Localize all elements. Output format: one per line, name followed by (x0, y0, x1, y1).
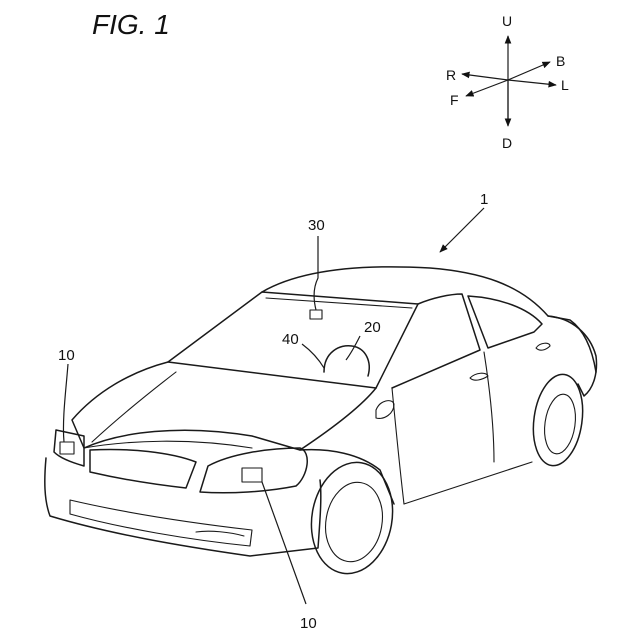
compass-left-label: L (561, 77, 569, 93)
leader-right-lamp (262, 482, 306, 604)
hood-edge (84, 441, 252, 448)
front-bumper (45, 458, 321, 556)
side-window-front (392, 294, 480, 388)
front-door-handle (470, 373, 488, 380)
label-left-lamp-unit: 10 (58, 347, 75, 364)
windshield-device-box (310, 310, 322, 319)
compass-down-label: D (502, 135, 512, 151)
rear-wheel-rim (541, 392, 579, 456)
compass-back-label: B (556, 53, 565, 69)
right-lamp-unit-box (242, 468, 262, 482)
steering-wheel (324, 346, 369, 376)
vehicle-drawing (45, 267, 597, 580)
label-steering-wheel: 20 (364, 319, 381, 336)
compass-back-arrow (508, 62, 550, 80)
left-lamp-unit-box (60, 442, 74, 454)
windshield-inner-edge (266, 298, 412, 308)
label-windshield-unit: 30 (308, 217, 325, 234)
fog-lamp-area (196, 531, 244, 536)
front-wheel-rim (319, 478, 388, 567)
compass-up-label: U (502, 13, 512, 29)
figure-title: FIG. 1 (92, 9, 170, 40)
rear-door-line (484, 352, 494, 462)
front-fender (300, 450, 394, 504)
leader-control-unit (302, 344, 324, 368)
compass-left-arrow (508, 80, 556, 85)
rocker-line (404, 462, 532, 504)
lower-intake (70, 500, 252, 546)
compass-front-label: F (450, 92, 459, 108)
compass-right-label: R (446, 67, 456, 83)
side-window-rear (468, 296, 542, 348)
front-grille (90, 450, 196, 489)
compass-right-arrow (462, 74, 508, 80)
label-control-unit: 40 (282, 331, 299, 348)
right-headlamp (200, 448, 307, 493)
leader-left-lamp (63, 364, 68, 442)
side-mirror (376, 401, 394, 419)
direction-compass: U D R L F B (446, 13, 569, 151)
compass-front-arrow (466, 80, 508, 96)
rear-door-handle (536, 343, 550, 350)
rear-body (548, 316, 597, 396)
left-headlamp (54, 430, 84, 466)
label-right-lamp-unit: 10 (300, 615, 317, 632)
hood-outline (72, 362, 376, 450)
leader-vehicle (440, 208, 484, 252)
label-vehicle: 1 (480, 191, 488, 208)
